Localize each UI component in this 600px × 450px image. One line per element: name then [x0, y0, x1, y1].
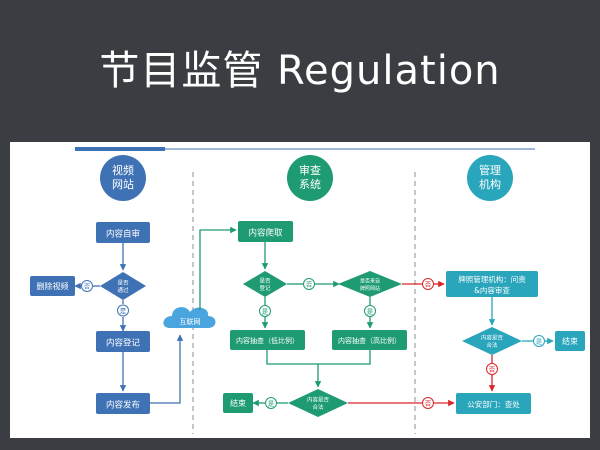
svg-text:牌照网站: 牌照网站 [360, 285, 380, 292]
svg-text:是: 是 [367, 308, 374, 316]
column-header-review-line2: 系统 [299, 178, 321, 191]
node-sample-low: 内容抽查（低比例） [230, 330, 305, 350]
svg-text:合法: 合法 [312, 403, 324, 411]
svg-text:登记: 登记 [259, 284, 271, 292]
column-header-video-site: 视频 网站 [100, 155, 146, 201]
no-badge-delete: 否 [81, 280, 93, 292]
svg-text:合法: 合法 [486, 341, 498, 349]
svg-text:是: 是 [120, 307, 127, 315]
svg-text:是: 是 [262, 308, 269, 316]
svg-text:内容是否: 内容是否 [307, 396, 330, 404]
no-badge-license-auth: 否 [422, 278, 434, 290]
node-registered-check: 是否 登记 [243, 271, 287, 297]
svg-text:互联网: 互联网 [180, 317, 201, 326]
svg-text:是否来自: 是否来自 [360, 278, 380, 285]
svg-text:内容抽查（低比例）: 内容抽查（低比例） [236, 336, 299, 345]
svg-text:结束: 结束 [230, 398, 246, 408]
node-delete-video: 删除视频 [30, 276, 75, 296]
node-content-register: 内容登记 [96, 331, 150, 352]
svg-text:否: 否 [425, 400, 432, 408]
svg-text:否: 否 [425, 281, 432, 289]
svg-text:否: 否 [306, 281, 313, 289]
column-header-video-line2: 网站 [112, 177, 134, 191]
edge-internet-crawl [199, 226, 237, 310]
no-badge-police-left: 否 [422, 397, 434, 409]
node-mgmt-legal-check: 内容是否 合法 [462, 327, 522, 355]
node-license-authority: 牌照管理机构：问责 &内容审查 [446, 271, 538, 297]
svg-text:否: 否 [84, 283, 91, 291]
no-badge-source: 否 [303, 278, 315, 290]
column-header-management-line2: 机构 [479, 177, 501, 191]
svg-text:公安部门：查处: 公安部门：查处 [467, 399, 520, 409]
node-end-left: 结束 [223, 393, 253, 413]
svg-text:结束: 结束 [562, 336, 578, 346]
svg-text:通过: 通过 [117, 286, 129, 294]
svg-text:内容抽查（高比例）: 内容抽查（高比例） [338, 336, 401, 345]
svg-text:内容自审: 内容自审 [106, 229, 140, 240]
svg-text:删除视频: 删除视频 [37, 281, 69, 291]
svg-text:内容发布: 内容发布 [106, 400, 140, 411]
column-header-video-line1: 视频 [112, 163, 134, 177]
column-header-management: 管理 机构 [467, 155, 513, 201]
node-content-crawl: 内容爬取 [238, 221, 293, 242]
flowchart-board: 视频 网站 审查 系统 管理 机构 内容自审 是否 通过 否 删除视频 是 [10, 142, 590, 438]
svg-text:牌照管理机构：问责: 牌照管理机构：问责 [458, 274, 526, 284]
node-police: 公安部门：查处 [456, 393, 531, 414]
edge-sample-low-merge [266, 350, 318, 365]
edge-publish-internet [150, 334, 184, 404]
header-rule-accent [75, 147, 165, 151]
yes-badge-end-right: 是 [533, 335, 545, 347]
no-badge-police-right: 否 [486, 363, 498, 375]
svg-text:是否: 是否 [117, 280, 129, 287]
svg-text:是否: 是否 [259, 278, 271, 285]
node-source-check: 是否来自 牌照网站 [338, 271, 402, 297]
svg-text:内容是否: 内容是否 [481, 334, 504, 342]
node-legal-check: 内容是否 合法 [288, 389, 348, 417]
svg-text:内容爬取: 内容爬取 [248, 228, 283, 239]
node-self-review: 内容自审 [96, 222, 150, 243]
node-end-right: 结束 [555, 331, 585, 351]
flowchart: 视频 网站 审查 系统 管理 机构 内容自审 是否 通过 否 删除视频 是 [30, 147, 585, 434]
node-pass-check: 是否 通过 [100, 272, 146, 300]
node-internet-cloud: 互联网 [163, 307, 216, 328]
yes-badge-sample-low: 是 [259, 305, 271, 317]
svg-text:否: 否 [489, 366, 496, 374]
column-header-review-line1: 审查 [299, 163, 321, 177]
slide-title: 节目监管 Regulation [99, 48, 501, 94]
yes-badge-register: 是 [117, 304, 129, 317]
svg-text:&内容审查: &内容审查 [474, 285, 510, 295]
yes-badge-sample-high: 是 [364, 305, 376, 317]
svg-text:内容登记: 内容登记 [106, 338, 141, 349]
column-header-management-line1: 管理 [479, 163, 501, 177]
svg-text:是: 是 [268, 400, 275, 408]
svg-text:是: 是 [536, 338, 543, 346]
column-header-review-system: 审查 系统 [287, 155, 333, 201]
edge-sample-high-merge [318, 350, 371, 365]
yes-badge-end-left: 是 [265, 397, 277, 409]
node-sample-high: 内容抽查（高比例） [332, 330, 407, 350]
node-content-publish: 内容发布 [96, 393, 150, 414]
